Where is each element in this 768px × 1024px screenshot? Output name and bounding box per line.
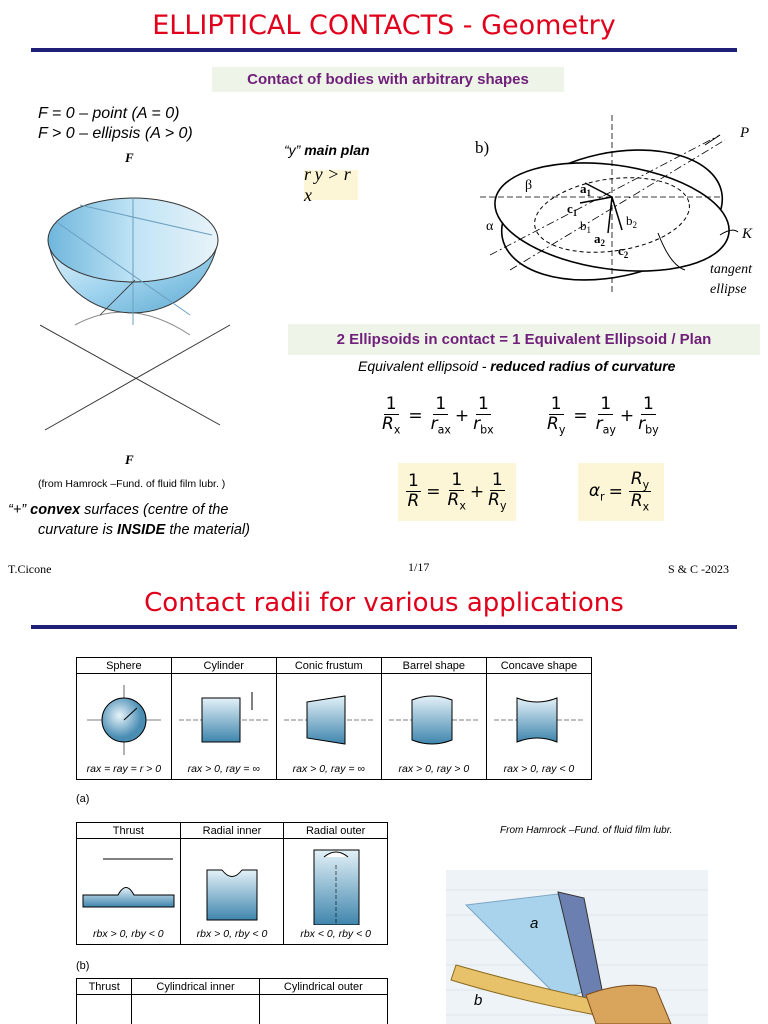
header-cyl-outer: Cylindrical outer xyxy=(258,978,389,995)
header-conic-frustum: Conic frustum xyxy=(275,657,382,674)
header-sphere: Sphere xyxy=(76,657,172,674)
concave-icon xyxy=(493,697,584,743)
label-b1: b1 xyxy=(580,218,591,235)
slide1-subtitle: Contact of bodies with arbitrary shapes xyxy=(212,67,564,92)
header-concave: Concave shape xyxy=(485,657,593,674)
tangent-ellipse-diagram: b) P K β α a1 c1 b1 a2 b2 c2 tangent ell… xyxy=(475,115,753,297)
cond-cylinder: rax > 0, ray = ∞ xyxy=(187,763,260,775)
label-c2: c2 xyxy=(618,243,629,260)
title-rule-2 xyxy=(31,625,737,629)
radial-inner-icon xyxy=(206,869,258,921)
label-alpha: α xyxy=(486,219,494,234)
force-label-bottom: F xyxy=(125,452,134,467)
label-b2: b2 xyxy=(626,213,637,230)
label-a1: a1 xyxy=(580,181,592,198)
cylinder-icon xyxy=(178,692,269,743)
radii-table-a: Sphere Cylinder Conic frustum Barrel sha… xyxy=(76,657,593,780)
contact-cases: F = 0 – point (A = 0) F > 0 – ellipsis (… xyxy=(38,104,193,144)
cond-radial-inner: rbx > 0, rby < 0 xyxy=(196,928,268,940)
gear-label-a: a xyxy=(530,915,538,932)
label-beta: β xyxy=(525,178,532,193)
label-a2: a2 xyxy=(594,231,606,248)
ry-gt-rx-box: r y > r x xyxy=(304,164,358,205)
plane-line-1 xyxy=(40,324,221,426)
cell-cylinder: rax > 0, ray = ∞ xyxy=(170,673,277,780)
footer-author: T.Cicone xyxy=(8,562,52,576)
cell-barrel: rax > 0, ray > 0 xyxy=(380,673,487,780)
sphere-icon xyxy=(86,685,161,755)
plane-line-2 xyxy=(44,324,231,431)
header-barrel: Barrel shape xyxy=(380,657,487,674)
table-a-label: (a) xyxy=(76,793,90,805)
thrust-groove-icon xyxy=(82,858,175,908)
title-rule xyxy=(31,48,737,52)
force-label-top: F xyxy=(125,150,134,165)
main-plan-label: “y” main plan xyxy=(284,142,370,158)
cell-radial-outer: rbx < 0, rby < 0 xyxy=(283,838,388,945)
hamrock-note-1: (from Hamrock –Fund. of fluid film lubr.… xyxy=(38,478,226,490)
cell-sphere: rax = ray = r > 0 xyxy=(76,673,172,780)
cell-conic-frustum: rax > 0, ray = ∞ xyxy=(275,673,382,780)
header-thrust-c: Thrust xyxy=(75,978,133,995)
radial-outer-icon xyxy=(313,849,360,926)
label-tangent: tangent xyxy=(710,262,753,277)
gear-label-b: b xyxy=(474,992,482,1009)
cond-barrel: rax > 0, ray > 0 xyxy=(398,763,470,775)
cell-radial-inner: rbx > 0, rby < 0 xyxy=(179,838,285,945)
cond-concave: rax > 0, ray < 0 xyxy=(503,763,575,775)
cond-radial-outer: rbx < 0, rby < 0 xyxy=(300,928,371,940)
conic-frustum-icon xyxy=(283,695,374,745)
table-b-label: (b) xyxy=(76,960,90,972)
slide1-title: ELLIPTICAL CONTACTS - Geometry xyxy=(152,10,616,41)
cell-thrust: rbx > 0, rby < 0 xyxy=(76,838,181,945)
cond-sphere: rax = ray = r > 0 xyxy=(86,763,162,775)
header-cylinder: Cylinder xyxy=(170,657,277,674)
gear-contact-illustration: a b xyxy=(446,870,708,1024)
slide2-title: Contact radii for various applications xyxy=(144,588,624,618)
footer-course: S & C -2023 xyxy=(668,562,730,576)
panel-label-b: b) xyxy=(475,138,489,157)
header-radial-outer: Radial outer xyxy=(283,822,388,839)
header-thrust: Thrust xyxy=(76,822,181,839)
hemisphere-figure xyxy=(40,197,231,431)
header-radial-inner: Radial inner xyxy=(179,822,285,839)
label-K: K xyxy=(741,226,753,242)
equivalence-banner: 2 Ellipsoids in contact = 1 Equivalent E… xyxy=(288,324,760,355)
header-cyl-inner: Cylindrical inner xyxy=(131,978,260,995)
cell-concave: rax > 0, ray < 0 xyxy=(485,673,593,780)
radii-table-b: Thrust Radial inner Radial outer rbx > 0… xyxy=(76,822,388,945)
footer-page: 1/17 xyxy=(408,560,430,574)
cond-thrust: rbx > 0, rby < 0 xyxy=(93,928,164,940)
barrel-icon xyxy=(388,695,479,745)
radii-table-c: Thrust Cylindrical inner Cylindrical out… xyxy=(75,978,389,1024)
case-ellipsis: F > 0 – ellipsis (A > 0) xyxy=(38,125,193,142)
cond-conic-frustum: rax > 0, ray = ∞ xyxy=(292,763,365,775)
convex-note: “+” convex surfaces (centre of the curva… xyxy=(8,502,250,538)
case-point: F = 0 – point (A = 0) xyxy=(38,105,180,122)
label-P: P xyxy=(739,125,749,141)
equivalent-caption: Equivalent ellipsoid - reduced radius of… xyxy=(358,358,676,374)
label-c1: c1 xyxy=(567,201,578,218)
hamrock-note-2: From Hamrock –Fund. of fluid film lubr. xyxy=(500,825,673,836)
label-ellipse: ellipse xyxy=(710,282,747,297)
